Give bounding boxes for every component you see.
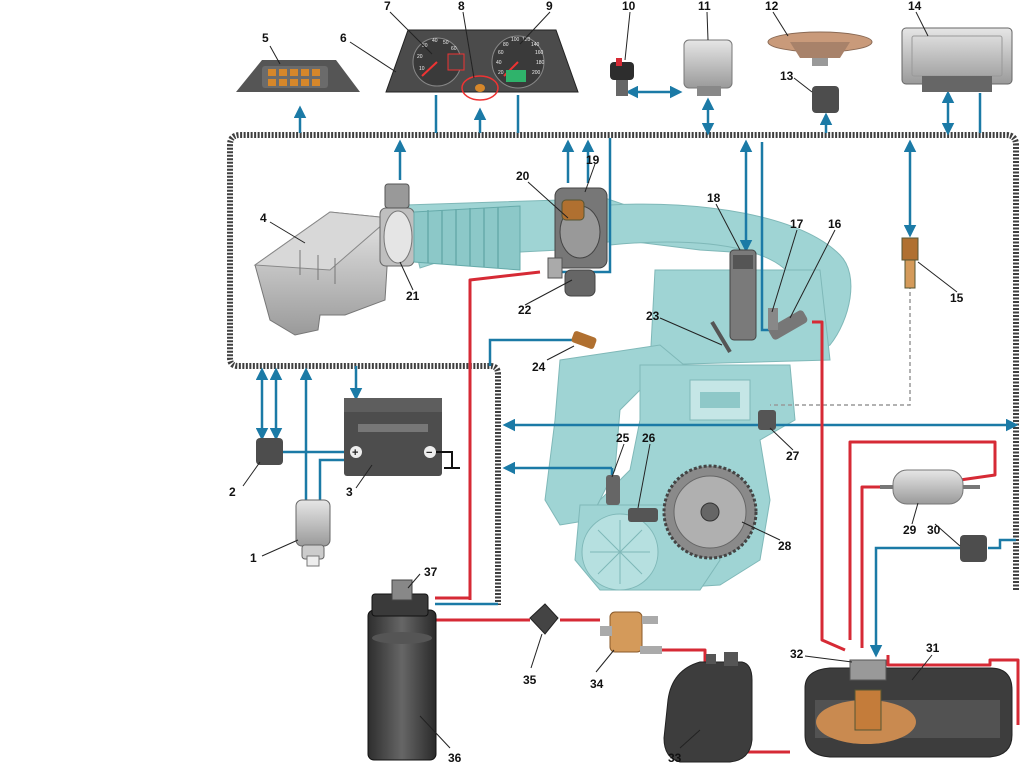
speedo-tick: 80 xyxy=(503,42,509,48)
speedo-tick: 180 xyxy=(536,60,545,66)
label-20: 20 xyxy=(516,169,530,183)
label-2: 2 xyxy=(229,485,236,499)
battery-plus: + xyxy=(352,447,358,459)
label-21: 21 xyxy=(406,289,420,303)
label-13: 13 xyxy=(780,69,794,83)
main-relay xyxy=(256,438,283,465)
battery: + − xyxy=(344,398,442,476)
fuel-tank xyxy=(804,659,1013,758)
label-26: 26 xyxy=(642,431,656,445)
tach-tick: 30 xyxy=(422,43,428,49)
coolant-temp-sensor xyxy=(901,237,919,289)
piston-crown xyxy=(700,392,740,408)
intake-hose xyxy=(413,205,521,271)
evap-canister xyxy=(663,652,753,763)
label-32: 32 xyxy=(790,647,804,661)
speedo-tick: 40 xyxy=(496,60,502,66)
fuel-separator xyxy=(600,611,662,654)
instrument-cluster xyxy=(385,29,579,101)
speedo-tick: 140 xyxy=(531,42,540,48)
mass-air-flow-sensor xyxy=(379,183,415,267)
wiring-harness xyxy=(227,132,1019,605)
label-33: 33 xyxy=(668,751,682,765)
speedometer-ticks: 20 40 60 80 100 120 140 160 180 200 xyxy=(496,37,545,76)
module-13 xyxy=(812,86,839,113)
speedo-tick: 200 xyxy=(532,70,541,76)
label-9: 9 xyxy=(546,0,553,13)
ignition-coil xyxy=(729,249,757,341)
spark-plug xyxy=(710,320,732,354)
label-14: 14 xyxy=(908,0,922,13)
intake-temp-sensor xyxy=(571,331,597,349)
speedo-tick: 20 xyxy=(498,70,504,76)
label-30: 30 xyxy=(927,523,941,537)
label-17: 17 xyxy=(790,217,804,231)
label-7: 7 xyxy=(384,0,391,13)
fuel-filter xyxy=(880,469,980,505)
check-valve xyxy=(529,603,559,635)
label-25: 25 xyxy=(616,431,630,445)
label-3: 3 xyxy=(346,485,353,499)
injector-17 xyxy=(768,308,778,330)
label-29: 29 xyxy=(903,523,917,537)
label-31: 31 xyxy=(926,641,940,655)
label-18: 18 xyxy=(707,191,721,205)
label-6: 6 xyxy=(340,31,347,45)
injector-16 xyxy=(768,310,808,340)
label-34: 34 xyxy=(590,677,604,691)
label-19: 19 xyxy=(586,153,600,167)
callout-labels: 1 2 3 4 5 6 7 8 9 10 11 12 13 14 15 16 1… xyxy=(229,0,964,765)
speedo-tick: 160 xyxy=(535,50,544,56)
flywheel-teeth xyxy=(590,520,650,584)
pump-relay-30 xyxy=(960,535,987,562)
label-4: 4 xyxy=(260,211,267,225)
label-35: 35 xyxy=(523,673,537,687)
ground-symbol xyxy=(436,451,460,469)
leader-lines xyxy=(242,11,961,749)
fuel-pump-relay xyxy=(683,39,733,96)
label-5: 5 xyxy=(262,31,269,45)
tach-tick: 20 xyxy=(417,54,423,60)
ignition-switch xyxy=(295,499,331,567)
label-24: 24 xyxy=(532,360,546,374)
label-28: 28 xyxy=(778,539,792,553)
speedo-tick: 100 xyxy=(511,37,520,43)
camshaft-sensor xyxy=(606,475,620,505)
crankshaft-pulley xyxy=(662,464,758,560)
tachometer-ticks: 10 20 30 40 50 60 xyxy=(417,38,457,72)
label-36: 36 xyxy=(448,751,462,765)
tach-tick: 40 xyxy=(432,38,438,44)
oxygen-canister-valve xyxy=(767,31,873,66)
tach-tick: 50 xyxy=(443,40,449,46)
battery-minus: − xyxy=(426,447,432,459)
label-22: 22 xyxy=(518,303,532,317)
air-filter xyxy=(253,211,392,336)
label-15: 15 xyxy=(950,291,964,305)
label-16: 16 xyxy=(828,217,842,231)
speedo-tick: 60 xyxy=(498,50,504,56)
dashed-temp-line xyxy=(770,285,911,406)
label-12: 12 xyxy=(765,0,779,13)
crank-sensor xyxy=(628,508,658,522)
label-23: 23 xyxy=(646,309,660,323)
label-27: 27 xyxy=(786,449,800,463)
label-1: 1 xyxy=(250,551,257,565)
label-10: 10 xyxy=(622,0,636,13)
speedo-tick: 120 xyxy=(522,37,531,43)
tach-tick: 10 xyxy=(419,66,425,72)
diagnostic-connector xyxy=(236,60,360,92)
label-11: 11 xyxy=(698,0,711,13)
knock-sensor xyxy=(610,58,634,96)
engine-control-unit xyxy=(901,27,1013,92)
label-37: 37 xyxy=(424,565,438,579)
throttle-body xyxy=(547,187,608,297)
coolant-sensor-27 xyxy=(758,410,776,430)
tach-tick: 60 xyxy=(451,46,457,52)
purge-canister xyxy=(367,579,437,761)
label-8: 8 xyxy=(458,0,465,13)
